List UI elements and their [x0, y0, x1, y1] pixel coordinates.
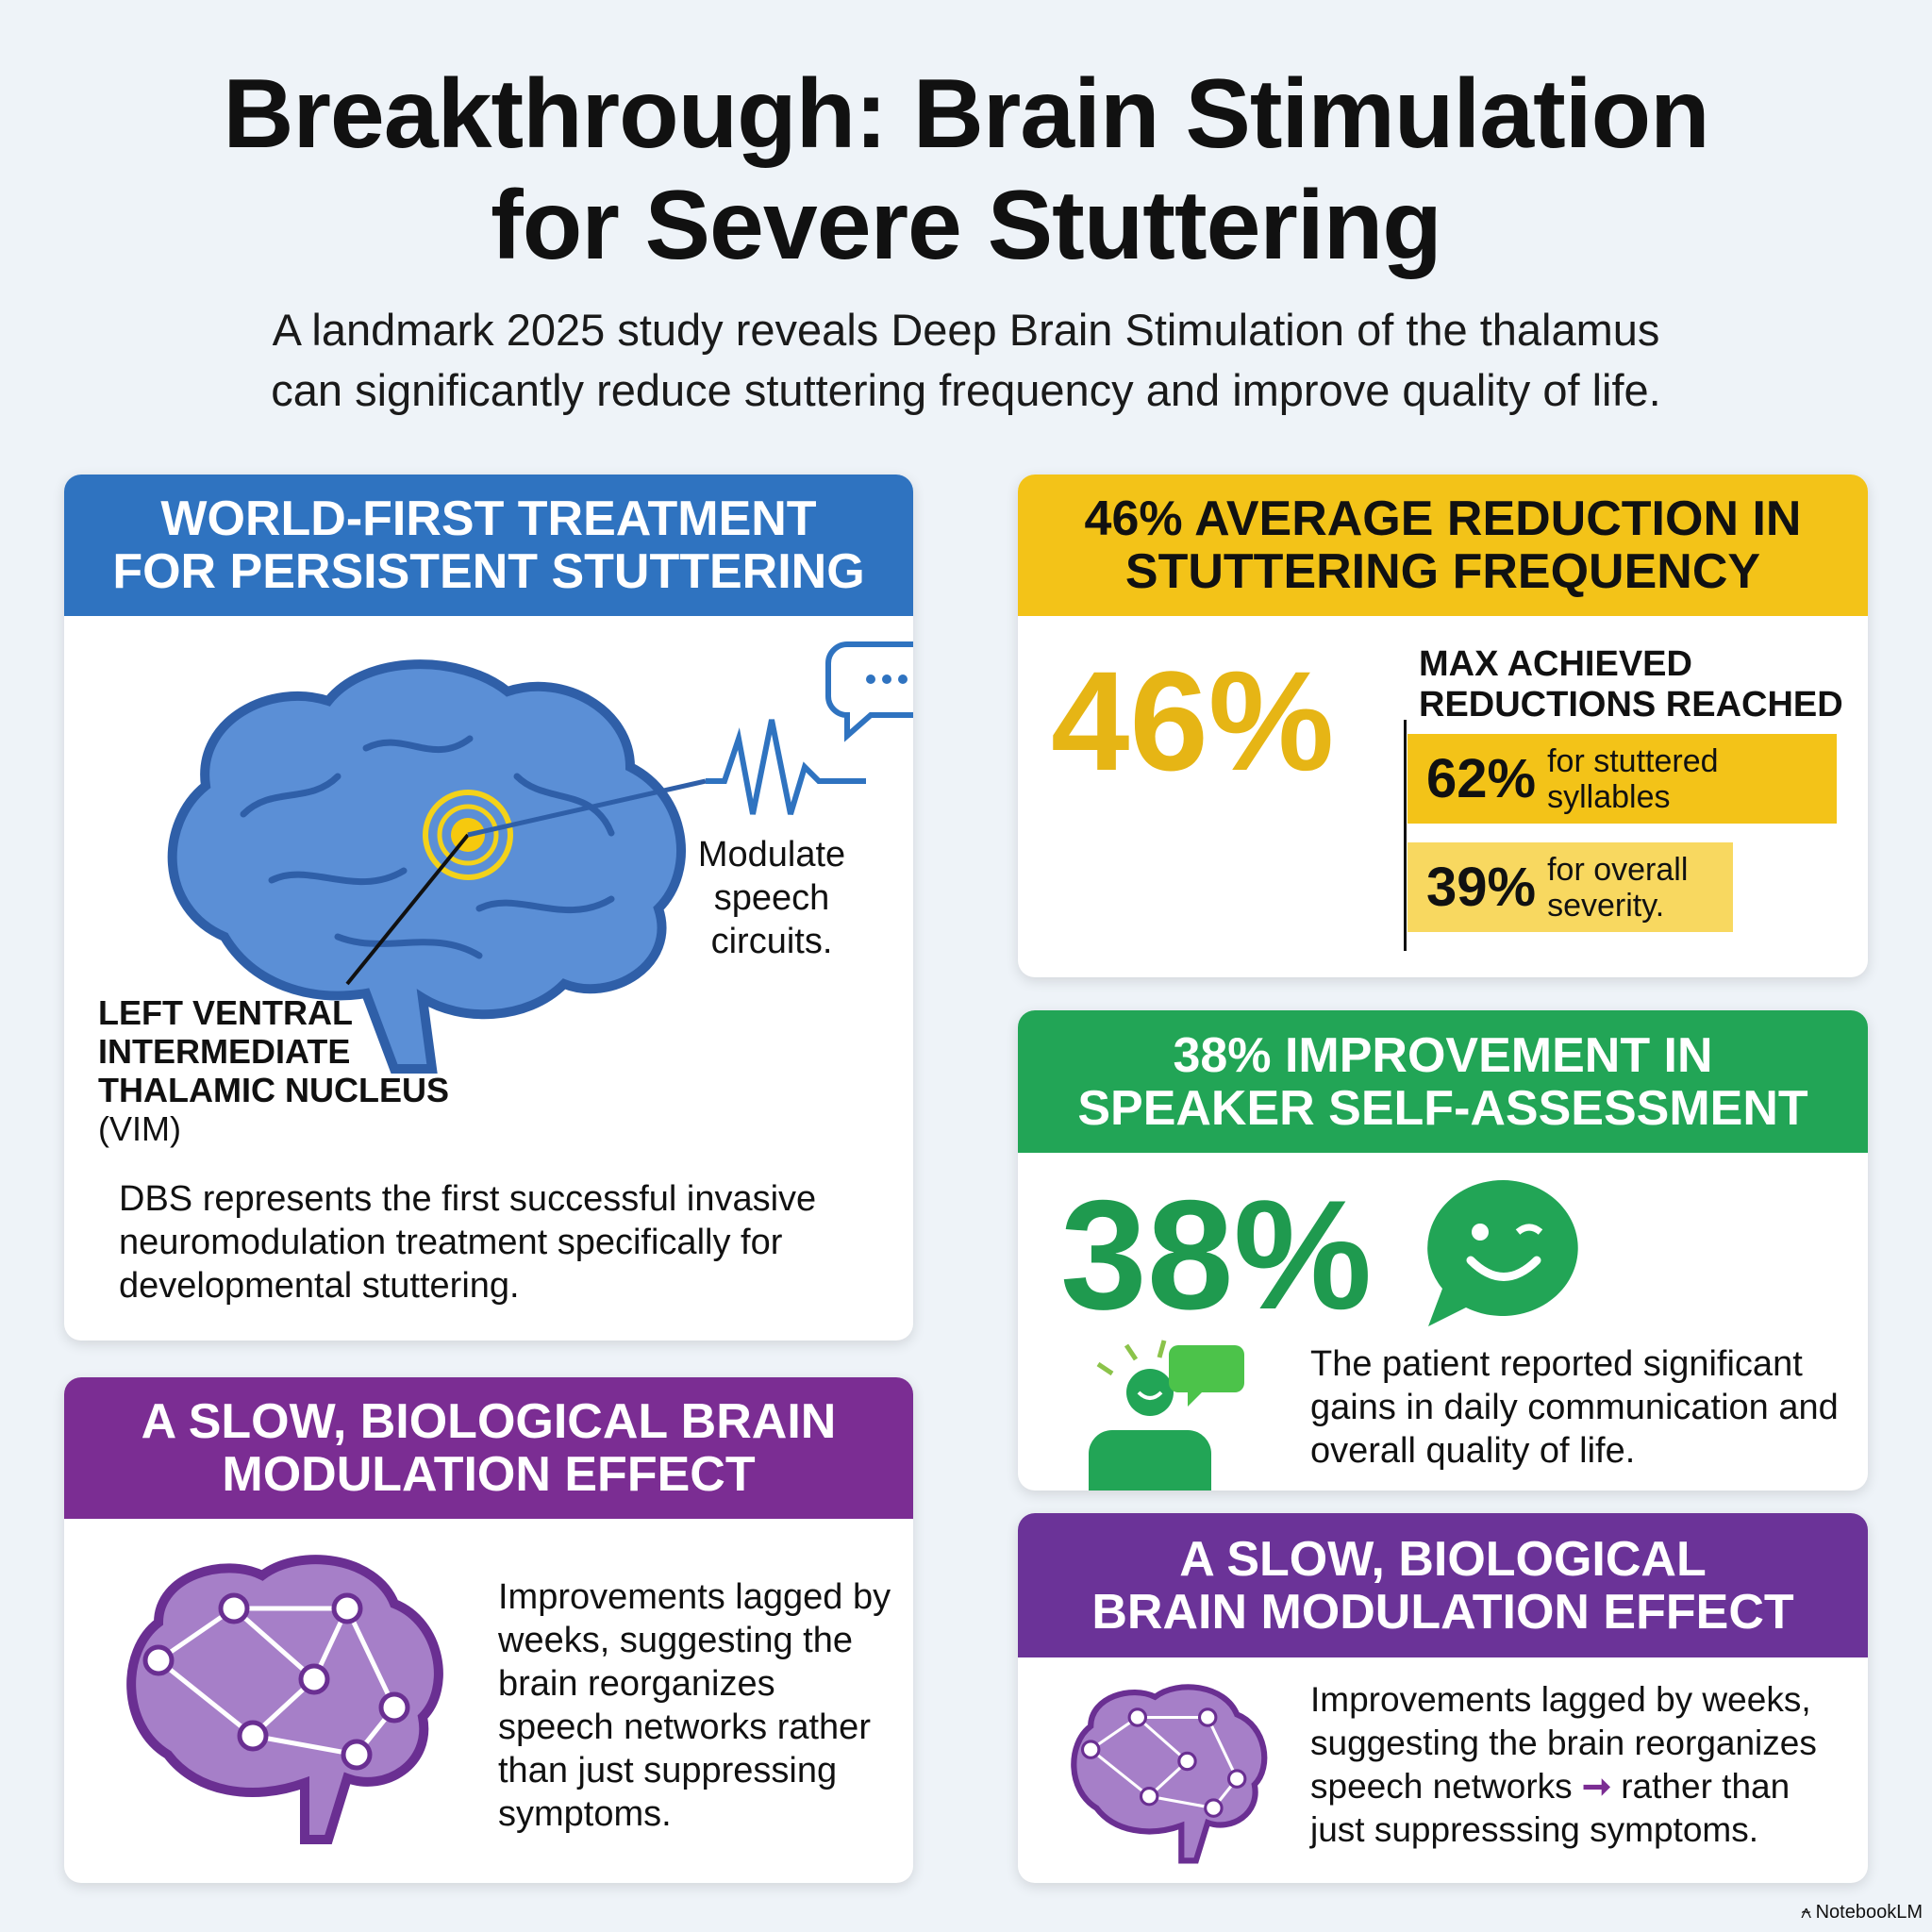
- slow-effect-description: Improvements lagged by weeks, suggesting…: [1310, 1680, 1817, 1849]
- treatment-description: DBS represents the first successful inva…: [119, 1179, 817, 1306]
- person-speaking-icon: [1089, 1340, 1244, 1491]
- page-subtitle: A landmark 2025 study reveals Deep Brain…: [271, 305, 1661, 415]
- modulate-label: Modulate speech circuits.: [697, 835, 846, 961]
- notebooklm-logo-icon: ⍲: [1800, 1902, 1812, 1923]
- target-label: LEFT VENTRAL INTERMEDIATE THALAMIC NUCLE…: [98, 993, 449, 1148]
- branding: ⍲ NotebookLM: [1800, 1902, 1923, 1923]
- slow-effect-description: Improvements lagged by weeks, suggesting…: [498, 1577, 891, 1834]
- self-assessment-description: The patient reported significant gains i…: [1310, 1344, 1839, 1471]
- brain-network-icon: [1071, 1684, 1268, 1864]
- brain-network-icon: [126, 1555, 443, 1844]
- arrow-right-icon: ➞: [1581, 1767, 1611, 1806]
- brain-stimulation-icon: [167, 641, 913, 1074]
- divider: [1404, 720, 1407, 951]
- average-reduction-value: 46%: [1051, 641, 1335, 800]
- smiley-speech-icon: [1427, 1179, 1578, 1326]
- self-assessment-value: 38%: [1060, 1168, 1373, 1341]
- page-title: Breakthrough: Brain Stimulation for Seve…: [223, 59, 1709, 280]
- speech-bubble-icon: [825, 641, 913, 742]
